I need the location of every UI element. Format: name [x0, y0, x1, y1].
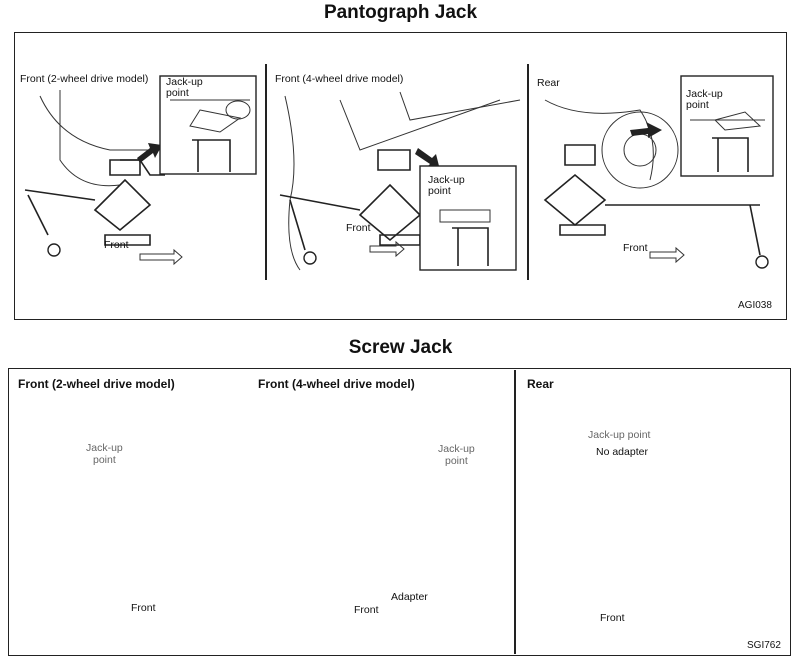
screw-panel-3-model: Rear — [527, 377, 554, 391]
pantograph-figure-code: AGI038 — [738, 300, 772, 311]
screw-panel-1-front-label: Front — [131, 602, 156, 614]
screw-panel-2-model: Front (4-wheel drive model) — [258, 377, 415, 391]
pantograph-panel-2-model: Front (4-wheel drive model) — [275, 73, 404, 85]
screw-panel-3-front-label: Front — [600, 612, 625, 624]
screw-frame — [8, 368, 791, 656]
pantograph-panel-3-model: Rear — [537, 77, 560, 89]
pantograph-divider-1 — [265, 64, 267, 280]
screw-panel-1-model: Front (2-wheel drive model) — [18, 377, 175, 391]
pantograph-panel-1-model: Front (2-wheel drive model) — [20, 73, 149, 85]
screw-title: Screw Jack — [348, 337, 453, 358]
screw-panel-3-jackup-label: Jack-up point — [588, 429, 651, 441]
screw-figure-code: SGI762 — [747, 640, 781, 651]
pantograph-title: Pantograph Jack — [323, 2, 478, 23]
pantograph-panel-3-drawing — [543, 75, 774, 269]
pantograph-frame — [14, 32, 787, 320]
pantograph-panel-1-front-label: Front — [104, 239, 129, 251]
pantograph-panel-2-front-label: Front — [346, 222, 371, 234]
screw-panel-2-front-label: Front — [354, 604, 379, 616]
pantograph-panel-3-front-label: Front — [623, 242, 648, 254]
screw-divider — [514, 370, 516, 654]
pantograph-divider-2 — [527, 64, 529, 280]
pantograph-panel-2-drawing — [279, 91, 521, 271]
screw-panel-2-adapter-label: Adapter — [391, 591, 428, 603]
pantograph-panel-1-drawing — [24, 75, 257, 266]
screw-panel-3-no-adapter-label: No adapter — [596, 446, 648, 458]
